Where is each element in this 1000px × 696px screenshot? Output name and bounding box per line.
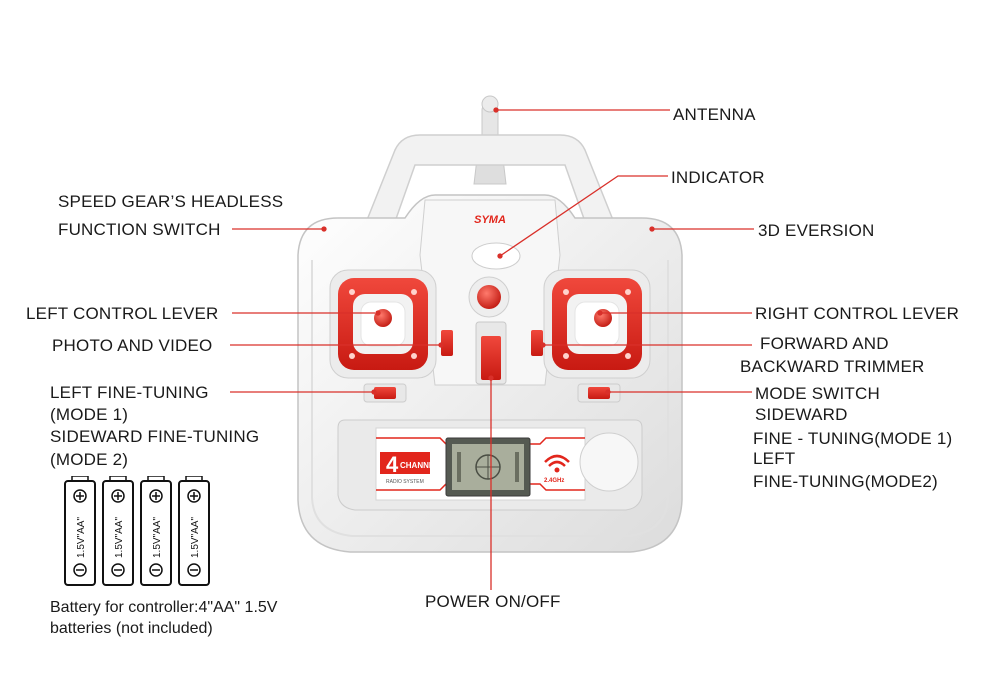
leader-lines bbox=[230, 107, 754, 590]
battery-note-line2: batteries (not included) bbox=[50, 620, 213, 637]
label-mode-line5: FINE-TUNING(MODE2) bbox=[753, 472, 938, 491]
battery-cell: 1.5V"AA" bbox=[140, 476, 172, 586]
label-antenna: ANTENNA bbox=[673, 105, 756, 124]
label-right-control-lever: RIGHT CONTROL LEVER bbox=[755, 304, 960, 323]
label-trimmer-line1: FORWARD AND bbox=[760, 334, 889, 353]
label-mode-line4: LEFT bbox=[753, 449, 796, 468]
label-trimmer-line2: BACKWARD TRIMMER bbox=[740, 357, 925, 376]
battery-note: Battery for controller:4"AA" 1.5V batter… bbox=[50, 597, 277, 639]
label-left-fine-line2: (MODE 1) bbox=[50, 405, 129, 424]
label-mode-line2: SIDEWARD bbox=[755, 405, 848, 424]
photo-video-button[interactable] bbox=[441, 330, 453, 356]
battery-cell: 1.5V"AA" bbox=[64, 476, 96, 586]
battery-cell-label: 1.5V"AA" bbox=[152, 517, 163, 558]
four-channel-badge: 4 CHANNEL RADIO SYSTEM bbox=[380, 452, 439, 485]
left-fine-tuning-button[interactable] bbox=[374, 387, 396, 399]
label-photo-video: PHOTO AND VIDEO bbox=[52, 336, 213, 355]
power-switch[interactable] bbox=[481, 336, 501, 380]
label-power: POWER ON/OFF bbox=[425, 592, 561, 611]
label-mode-line1: MODE SWITCH bbox=[755, 384, 880, 403]
svg-text:4: 4 bbox=[386, 452, 399, 477]
battery-cell-label: 1.5V"AA" bbox=[76, 517, 87, 558]
battery-cell: 1.5V"AA" bbox=[102, 476, 134, 586]
label-speed-gear-line1: SPEED GEAR’S HEADLESS bbox=[58, 192, 284, 211]
battery-cover-dial bbox=[579, 432, 639, 492]
label-left-fine-line3: SIDEWARD FINE-TUNING bbox=[50, 427, 260, 446]
forward-backward-trimmer[interactable] bbox=[531, 330, 543, 356]
label-left-fine-line1: LEFT FINE-TUNING bbox=[50, 383, 209, 402]
label-mode-line3: FINE - TUNING(MODE 1) bbox=[753, 429, 953, 448]
svg-text:CHANNEL: CHANNEL bbox=[400, 461, 439, 470]
battery-cell-label: 1.5V"AA" bbox=[114, 517, 125, 558]
battery-cell: 1.5V"AA" bbox=[178, 476, 210, 586]
indicator-lamp bbox=[471, 242, 521, 270]
battery-group: 1.5V"AA" 1.5V"AA" 1.5V"AA" 1.5V"AA" bbox=[64, 476, 210, 586]
svg-text:2.4GHz: 2.4GHz bbox=[544, 478, 564, 484]
battery-note-line1: Battery for controller:4"AA" 1.5V bbox=[50, 599, 278, 616]
label-left-fine-line4: (MODE 2) bbox=[50, 450, 129, 469]
svg-text:RADIO SYSTEM: RADIO SYSTEM bbox=[386, 479, 424, 485]
lcd-screen bbox=[445, 437, 531, 497]
label-left-control-lever: LEFT CONTROL LEVER bbox=[26, 304, 219, 323]
battery-cell-label: 1.5V"AA" bbox=[190, 517, 201, 558]
wifi-icon: 2.4GHz bbox=[544, 454, 570, 484]
label-3d-eversion: 3D EVERSION bbox=[758, 221, 875, 240]
right-control-lever[interactable] bbox=[594, 309, 612, 327]
mode-switch-button[interactable] bbox=[588, 387, 610, 399]
label-speed-gear-line2: FUNCTION SWITCH bbox=[58, 220, 221, 239]
label-indicator: INDICATOR bbox=[671, 168, 765, 187]
brand-logo: SYMA bbox=[474, 214, 506, 226]
center-knob[interactable] bbox=[477, 285, 501, 309]
